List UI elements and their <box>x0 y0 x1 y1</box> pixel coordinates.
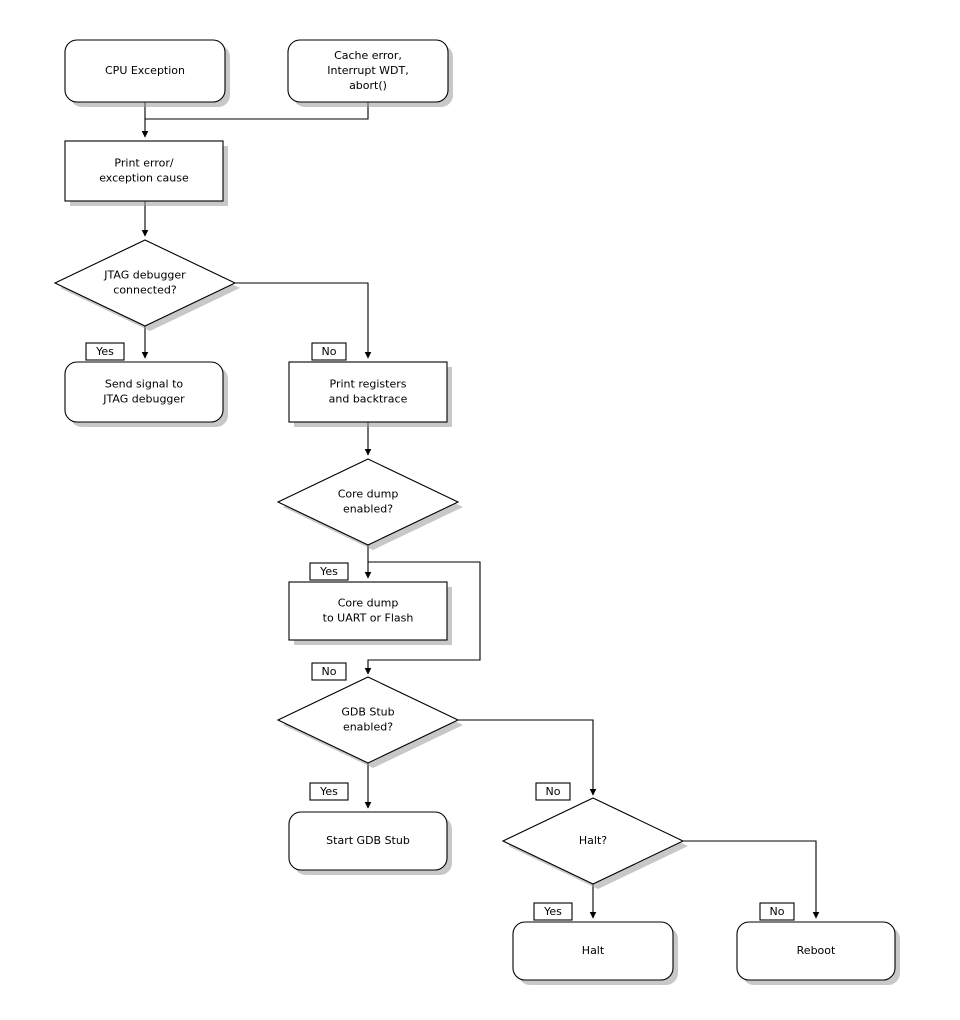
node-outline <box>53 239 237 327</box>
edge-label-label-jtag-no: No <box>311 342 347 361</box>
node-print-registers[interactable]: Print registers and backtrace <box>288 361 448 423</box>
node-print-error[interactable]: Print error/exception cause <box>64 140 224 202</box>
edge-label-box <box>309 782 349 801</box>
edge-label-label-gdb-yes: Yes <box>309 782 349 801</box>
node-label: Core dump <box>338 597 399 610</box>
edge-label-box <box>535 782 571 801</box>
edge-label-text: No <box>770 905 785 918</box>
node-outline <box>287 39 449 103</box>
node-label: Cache error, <box>334 49 402 62</box>
node-label: JTAG debugger <box>103 269 186 282</box>
edge-label-text: No <box>322 345 337 358</box>
node-label: CPU Exception <box>105 64 185 77</box>
edge-label-box <box>85 342 125 361</box>
node-halt[interactable]: Halt <box>512 921 674 981</box>
connector-layer <box>141 102 820 919</box>
node-label: to UART or Flash <box>323 612 414 625</box>
node-label: Print error/ <box>114 157 173 170</box>
node-label: connected? <box>113 284 177 297</box>
edge-label-text: Yes <box>543 905 562 918</box>
node-label: exception cause <box>99 172 189 185</box>
node-jtag-connected[interactable]: JTAG debugger connected? <box>53 239 237 327</box>
edge-label-box <box>311 662 347 681</box>
node-label: Start GDB Stub <box>326 834 410 847</box>
node-label: Core dump <box>338 488 399 501</box>
connector-coredump-no <box>364 561 481 675</box>
node-outline <box>64 361 224 423</box>
edge-label-label-jtag-yes: Yes <box>85 342 125 361</box>
connector-cache-to-print <box>145 102 369 120</box>
node-outline <box>64 140 224 202</box>
edge-label-text: No <box>322 665 337 678</box>
node-label: JTAG debugger <box>102 393 185 406</box>
edge-label-text: No <box>546 785 561 798</box>
node-outline <box>288 361 448 423</box>
node-label: and backtrace <box>329 393 408 406</box>
node-label: enabled? <box>343 721 393 734</box>
node-outline <box>276 676 460 764</box>
node-outline <box>288 581 448 641</box>
node-send-signal[interactable]: Send signal to JTAG debugger <box>64 361 224 423</box>
edge-label-text: Yes <box>319 565 338 578</box>
node-label: Halt? <box>579 834 607 847</box>
connector-jtag-no <box>235 282 372 359</box>
edge-label-label-gdb-no: No <box>535 782 571 801</box>
node-gdb-stub-enabled[interactable]: GDB Stub enabled? <box>276 676 460 764</box>
node-outline <box>512 921 674 981</box>
node-label: Print registers <box>330 378 407 391</box>
edge-label-text: Yes <box>319 785 338 798</box>
node-outline <box>501 797 685 885</box>
node-reboot[interactable]: Reboot <box>736 921 896 981</box>
node-outline <box>288 811 448 871</box>
node-label: Reboot <box>797 944 836 957</box>
node-label: enabled? <box>343 503 393 516</box>
edge-label-label-coredump-yes: Yes <box>309 562 349 581</box>
node-label: Halt <box>582 944 605 957</box>
node-label: Interrupt WDT, <box>327 64 408 77</box>
node-label: Send signal to <box>105 378 184 391</box>
edge-label-box <box>309 562 349 581</box>
node-start-gdb-stub[interactable]: Start GDB Stub <box>288 811 448 871</box>
connector-gdb-no <box>458 719 597 796</box>
node-label: abort() <box>349 79 387 92</box>
node-cpu-exception[interactable]: CPU Exception <box>64 39 226 103</box>
edge-label-box <box>311 342 347 361</box>
edge-label-label-halt-yes: Yes <box>533 902 573 921</box>
edge-label-text: Yes <box>95 345 114 358</box>
node-halt-decision[interactable]: Halt? <box>501 797 685 885</box>
connector-halt-no <box>683 840 820 919</box>
node-outline <box>736 921 896 981</box>
node-label: GDB Stub <box>341 706 394 719</box>
edge-label-label-halt-no: No <box>759 902 795 921</box>
node-outline <box>64 39 226 103</box>
edge-label-box <box>759 902 795 921</box>
node-outline <box>276 458 460 546</box>
edge-label-label-coredump-no: No <box>311 662 347 681</box>
shape-layer: CPU Exception Cache error, Interrupt WDT, a… <box>53 39 896 981</box>
node-cache-error[interactable]: Cache error, Interrupt WDT, abort() <box>287 39 449 103</box>
node-core-dump-write[interactable]: Core dump to UART or Flash <box>288 581 448 641</box>
edge-label-box <box>533 902 573 921</box>
node-core-dump-enabled[interactable]: Core dump enabled? <box>276 458 460 546</box>
